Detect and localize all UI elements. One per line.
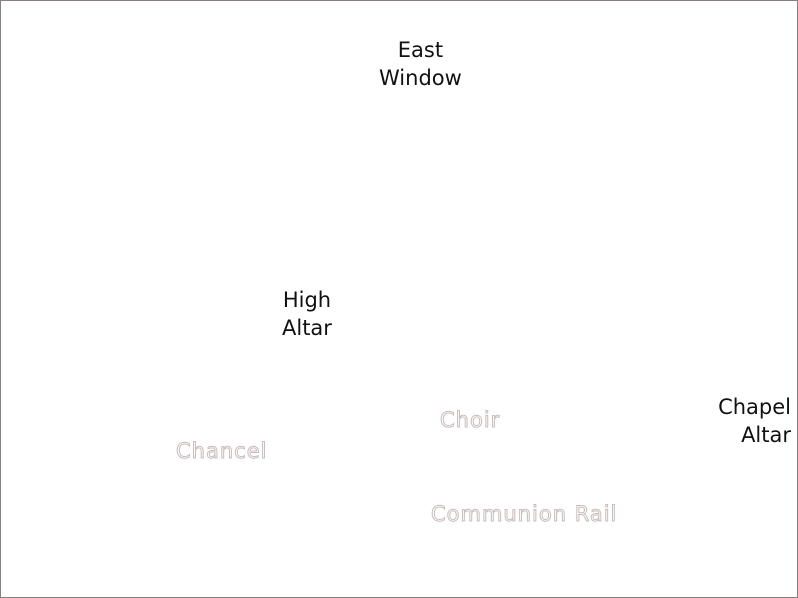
label-east-window-line-1: East: [397, 38, 444, 62]
faint-label-communion-rail: Communion Rail: [430, 502, 618, 527]
faint-label-choir: Choir: [439, 408, 501, 433]
label-high-altar-line-2: Altar: [282, 316, 332, 340]
label-chapel-altar: Chapel Altar: [718, 393, 791, 449]
faint-label-chancel: Chancel: [175, 439, 268, 464]
label-chapel-altar-line-2: Altar: [741, 423, 791, 447]
label-high-altar-line-1: High: [282, 288, 332, 312]
label-chapel-altar-line-1: Chapel: [718, 395, 791, 419]
label-east-window-line-2: Window: [379, 66, 462, 90]
label-high-altar: High Altar: [282, 286, 332, 342]
label-east-window: East Window: [379, 36, 462, 92]
